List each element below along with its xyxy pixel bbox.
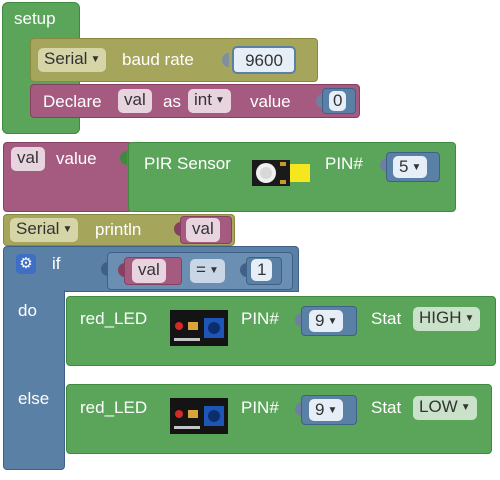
value-connector bbox=[316, 94, 323, 108]
led-module-image bbox=[170, 310, 228, 346]
pir-sensor-label: PIR Sensor bbox=[144, 154, 231, 173]
compare-operator-dropdown[interactable]: =▼ bbox=[190, 259, 225, 283]
baud-value-input[interactable]: 9600 bbox=[232, 46, 296, 74]
chevron-down-icon: ▼ bbox=[208, 265, 219, 276]
pir-sensor-image bbox=[252, 158, 312, 188]
value-connector bbox=[222, 53, 229, 67]
chevron-down-icon: ▼ bbox=[411, 162, 422, 173]
pir-var-pill[interactable]: val bbox=[11, 147, 45, 171]
led-module-image bbox=[170, 398, 228, 434]
baud-rate-label: baud rate bbox=[122, 50, 194, 69]
serial-dropdown[interactable]: Serial▼ bbox=[38, 48, 107, 72]
value-connector bbox=[295, 402, 302, 416]
led-low-pin-dropdown[interactable]: 9▼ bbox=[309, 399, 344, 421]
declare-as-label: as bbox=[163, 92, 181, 111]
println-label: println bbox=[95, 220, 142, 239]
led-high-label: red_LED bbox=[80, 309, 148, 328]
value-connector bbox=[174, 222, 181, 236]
if-block-spine bbox=[3, 290, 65, 470]
chevron-down-icon: ▼ bbox=[214, 95, 225, 106]
compare-value-input[interactable]: 1 bbox=[251, 259, 273, 281]
chevron-down-icon: ▼ bbox=[460, 402, 471, 413]
setup-label: setup bbox=[14, 9, 56, 28]
chevron-down-icon: ▼ bbox=[62, 224, 73, 235]
led-low-label: red_LED bbox=[80, 398, 148, 417]
gear-icon[interactable]: ⚙ bbox=[16, 254, 36, 274]
pir-pin-dropdown[interactable]: 5▼ bbox=[393, 156, 428, 178]
else-label: else bbox=[18, 389, 50, 408]
chevron-down-icon: ▼ bbox=[464, 313, 475, 324]
value-connector bbox=[380, 158, 387, 172]
do-label: do bbox=[18, 301, 37, 320]
value-connector bbox=[101, 262, 108, 276]
led-low-stat-label: Stat bbox=[371, 398, 402, 417]
value-connector bbox=[295, 313, 302, 327]
pir-pin-label: PIN# bbox=[325, 154, 363, 173]
chevron-down-icon: ▼ bbox=[327, 316, 338, 327]
led-high-stat-label: Stat bbox=[371, 309, 402, 328]
value-connector bbox=[240, 263, 247, 277]
declare-type-dropdown[interactable]: int▼ bbox=[188, 89, 231, 113]
led-low-stat-dropdown[interactable]: LOW▼ bbox=[413, 396, 477, 420]
setup-block-bottom-bar bbox=[2, 120, 80, 134]
led-high-stat-dropdown[interactable]: HIGH▼ bbox=[413, 307, 481, 331]
chevron-down-icon: ▼ bbox=[327, 405, 338, 416]
led-high-pin-dropdown[interactable]: 9▼ bbox=[309, 310, 344, 332]
declare-value-label: value bbox=[250, 92, 291, 111]
println-serial-dropdown[interactable]: Serial▼ bbox=[10, 218, 79, 242]
compare-var-pill[interactable]: val bbox=[132, 259, 166, 283]
declare-value-input[interactable]: 0 bbox=[329, 91, 347, 111]
if-label: if bbox=[52, 254, 61, 273]
println-var-pill[interactable]: val bbox=[186, 218, 220, 242]
declare-var-pill[interactable]: val bbox=[118, 89, 152, 113]
declare-label: Declare bbox=[43, 92, 102, 111]
pir-value-label: value bbox=[56, 149, 97, 168]
value-connector bbox=[120, 151, 127, 165]
chevron-down-icon: ▼ bbox=[90, 54, 101, 65]
value-connector bbox=[118, 263, 125, 277]
led-high-pin-label: PIN# bbox=[241, 309, 279, 328]
led-low-pin-label: PIN# bbox=[241, 398, 279, 417]
